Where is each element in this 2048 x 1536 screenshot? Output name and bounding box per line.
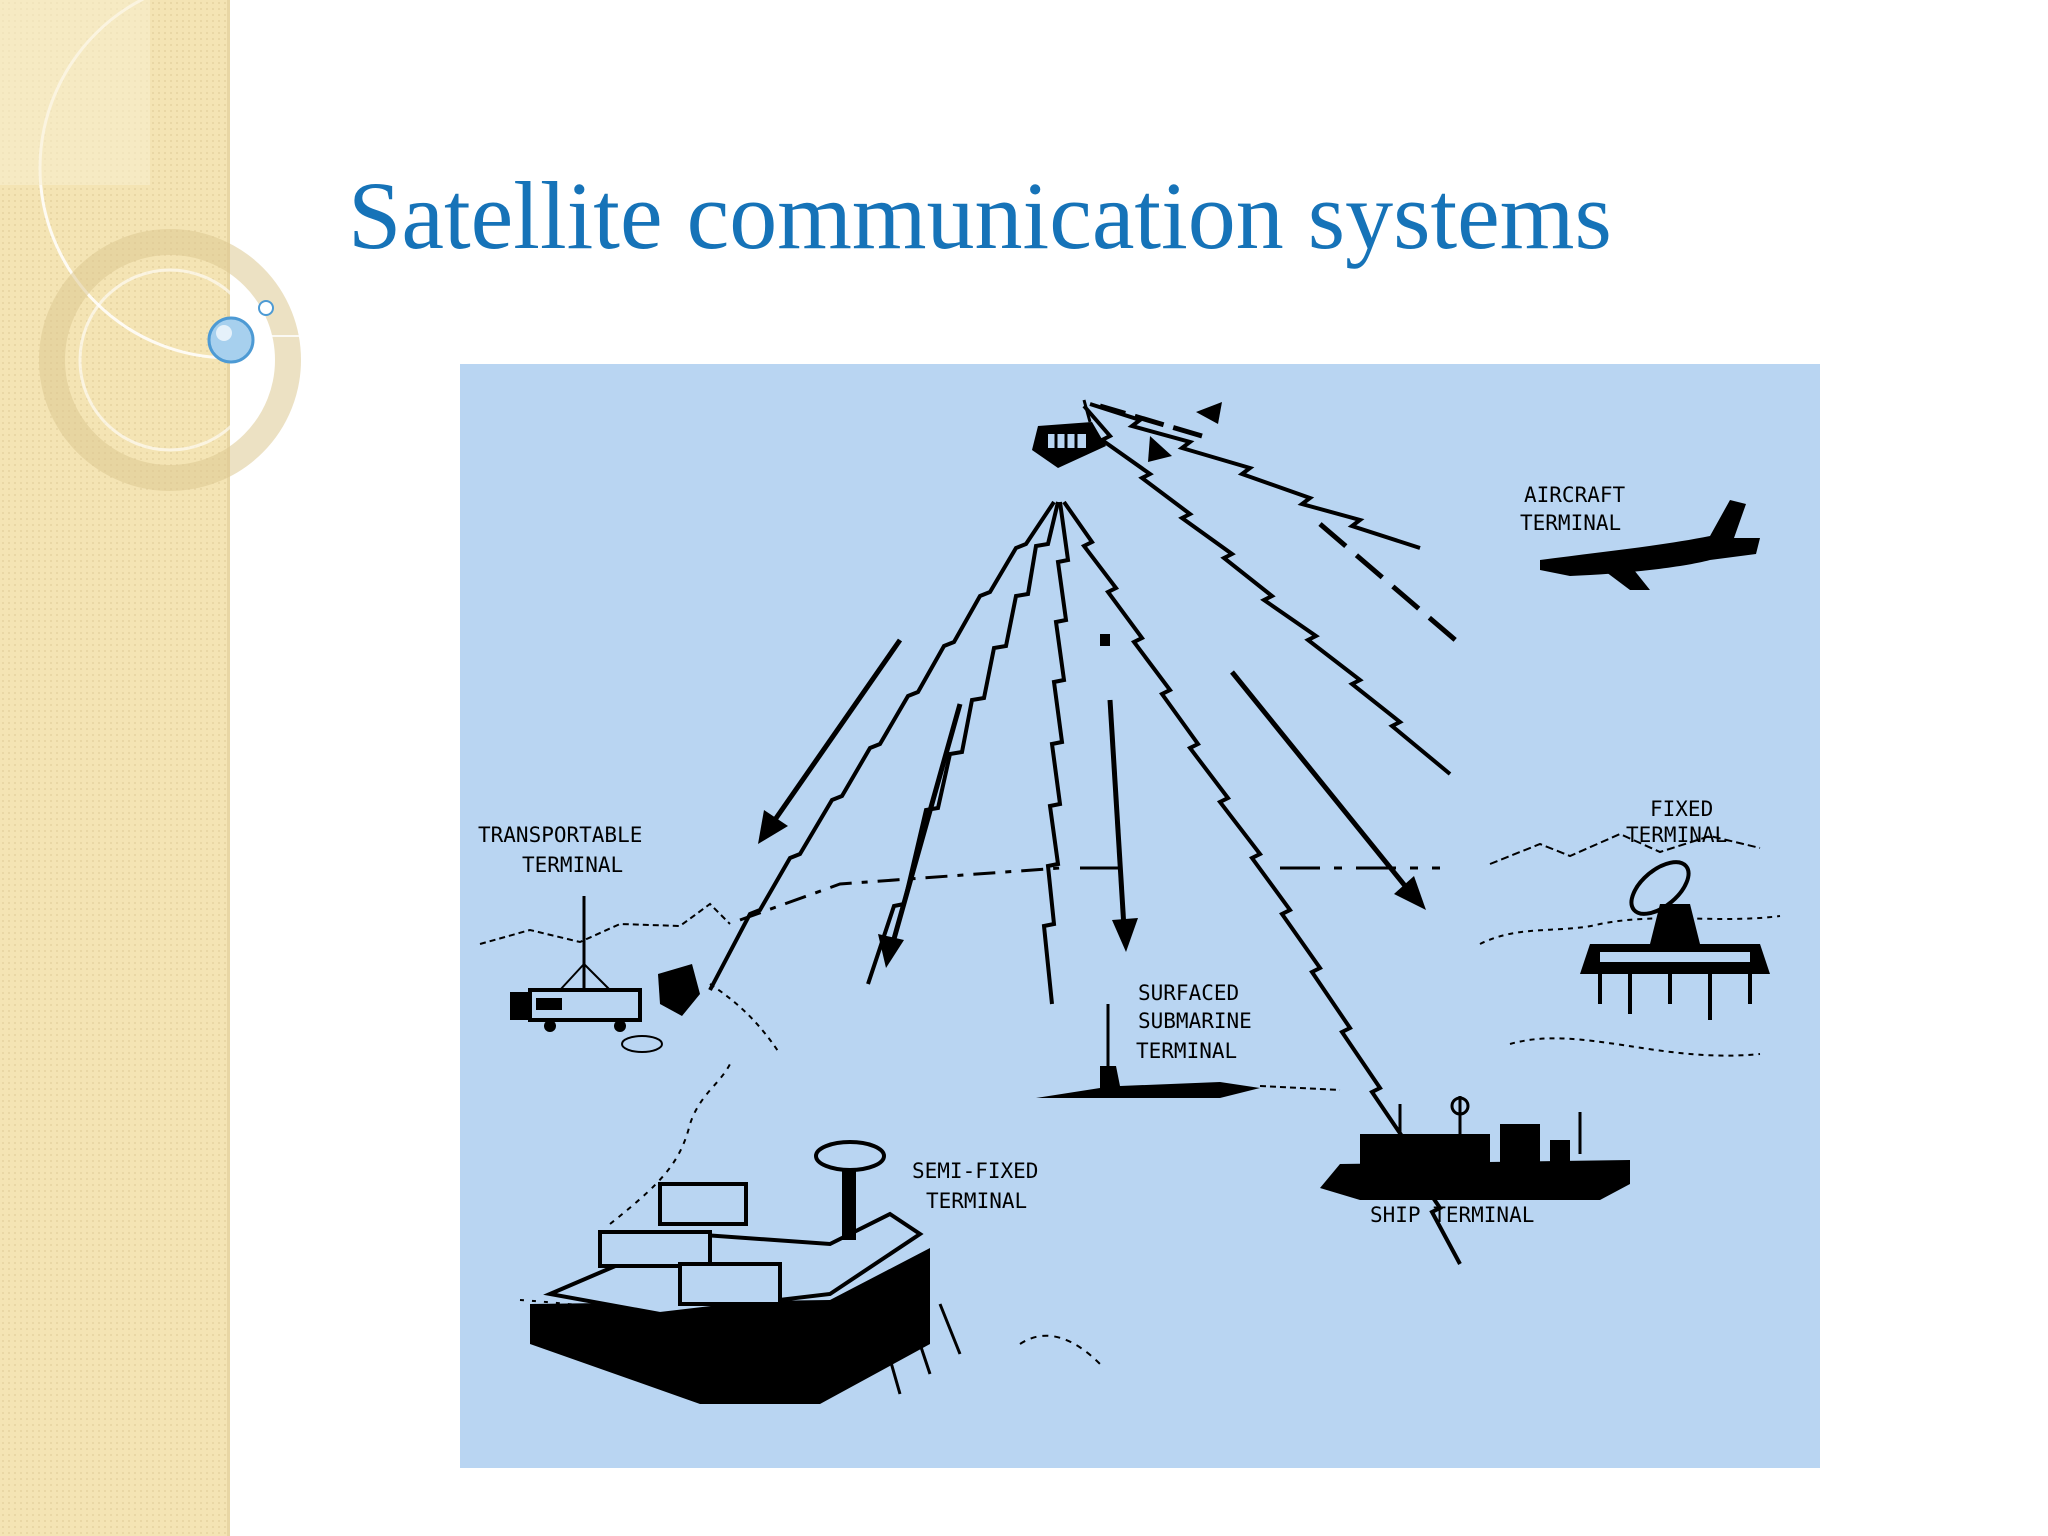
- aircraft-icon: [1540, 500, 1760, 590]
- label-aircraft: AIRCRAFT TERMINAL: [1520, 483, 1626, 535]
- label-ship: SHIP TERMINAL: [1370, 1203, 1534, 1227]
- fixed-terminal-icon: [1479, 832, 1781, 1057]
- satellite-diagram: AIRCRAFT TERMINAL FIXED TERMINAL TRANSPO…: [460, 364, 1820, 1468]
- label-semi-fixed: SEMI-FIXED TERMINAL: [912, 1159, 1038, 1213]
- label-semi-fixed-line1: SEMI-FIXED: [912, 1159, 1038, 1183]
- label-fixed: FIXED TERMINAL: [1626, 797, 1727, 847]
- transportable-terminal-icon: [479, 896, 781, 1055]
- decorative-circles: [0, 0, 420, 491]
- label-submarine-line1: SURFACED: [1138, 981, 1239, 1005]
- label-transportable: TRANSPORTABLE TERMINAL: [478, 823, 642, 877]
- label-ship-line1: SHIP TERMINAL: [1370, 1203, 1534, 1227]
- label-aircraft-line2: TERMINAL: [1520, 511, 1621, 535]
- submarine-icon: [1036, 1004, 1341, 1098]
- signal-links: [708, 402, 1462, 1265]
- semi-fixed-terminal-icon: [519, 1063, 1101, 1404]
- label-submarine: SURFACED SUBMARINE TERMINAL: [1136, 981, 1252, 1063]
- horizon-lines: [739, 866, 1440, 922]
- label-transportable-line1: TRANSPORTABLE: [478, 823, 642, 847]
- satellite-icon: [1032, 399, 1106, 468]
- slide-title: Satellite communication systems: [348, 162, 1612, 269]
- label-submarine-line3: TERMINAL: [1136, 1039, 1237, 1063]
- bubble-small: [258, 300, 274, 316]
- label-submarine-line2: SUBMARINE: [1138, 1009, 1252, 1033]
- ship-icon: [1320, 1096, 1630, 1200]
- arrow-lines: [769, 403, 1462, 947]
- bubble-large: [207, 316, 255, 364]
- label-semi-fixed-line2: TERMINAL: [926, 1189, 1027, 1213]
- label-fixed-line2: TERMINAL: [1626, 823, 1727, 847]
- arrow-heads: [758, 402, 1426, 968]
- sidebar-edge: [227, 0, 230, 1536]
- label-fixed-line1: FIXED: [1650, 797, 1713, 821]
- label-aircraft-line1: AIRCRAFT: [1524, 483, 1626, 507]
- label-transportable-line2: TERMINAL: [522, 853, 623, 877]
